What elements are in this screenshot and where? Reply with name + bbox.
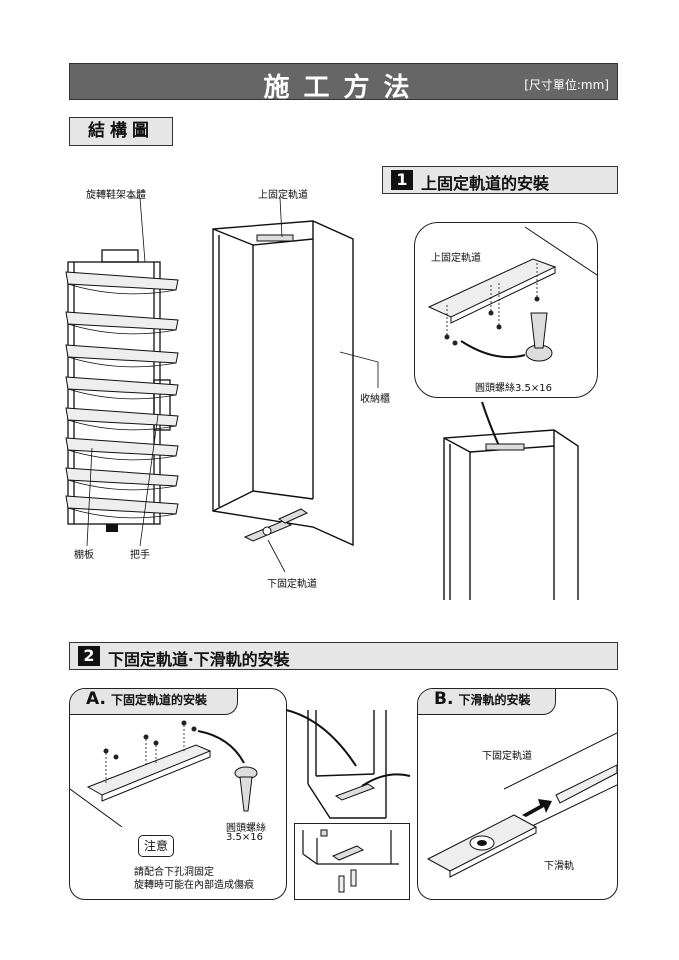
label-upper-rail: 上固定軌道: [258, 190, 308, 201]
step1-detail-panel: 上固定軌道 圓頭螺絲3.5×16: [414, 222, 598, 398]
step2-header: 2 下固定軌道‧下滑軌的安裝: [69, 642, 618, 670]
panel-a-rail-drawing: [70, 720, 258, 827]
rack-illustration: [65, 249, 179, 532]
panel-b-label-slide: 下滑軌: [544, 861, 574, 872]
panel-a-screw-name: 圓頭螺絲: [226, 823, 266, 834]
panel-a-tab: A. 下固定軌道的安裝: [70, 689, 238, 715]
panel-b-title: 下滑軌的安裝: [458, 693, 531, 707]
step1-header: 1 上固定軌道的安裝: [382, 166, 618, 194]
label-rack-body: 旋轉鞋架本體: [86, 190, 146, 201]
step2-inset-drawing: [302, 829, 399, 893]
unit-note: [尺寸單位:mm]: [524, 78, 609, 92]
panel-a-note-line1: 請配合下孔洞固定: [134, 867, 214, 878]
label-shelf: 棚板: [74, 550, 94, 561]
panel-a: A. 下固定軌道的安裝 圓頭螺絲 3.5×16 注意 請配合下孔洞固定 旋轉時可…: [69, 688, 287, 900]
label-cabinet: 收納櫃: [360, 394, 390, 405]
panel-a-screw-size: 3.5×16: [226, 832, 264, 843]
cabinet-illustration: [212, 220, 354, 547]
panel-b-slide-drawing: [426, 732, 617, 878]
panel-a-note-badge: 注意: [138, 835, 175, 857]
step2-inset-frame: [294, 823, 410, 900]
step1-label-upper-rail: 上固定軌道: [431, 253, 481, 264]
step2-cabinet-drawing: [286, 709, 411, 819]
panel-b-label-lower-rail: 下固定軌道: [482, 751, 532, 762]
step1-rail-drawing: [427, 226, 598, 362]
panel-b: B. 下滑軌的安裝 下固定軌道 下滑軌: [417, 688, 618, 900]
panel-a-letter: A.: [86, 689, 106, 709]
step1-cabinet-drawing: [443, 401, 579, 600]
step1-number: 1: [391, 170, 413, 190]
panel-a-note-line2: 旋轉時可能在內部造成傷痕: [134, 880, 254, 891]
page-title: 施工方法: [263, 73, 424, 103]
step1-label-screw: 圓頭螺絲3.5×16: [475, 383, 553, 394]
step2-number: 2: [78, 646, 100, 666]
title-bar: 施工方法 [尺寸單位:mm]: [69, 63, 618, 103]
step1-title: 上固定軌道的安裝: [421, 174, 550, 193]
panel-b-tab: B. 下滑軌的安裝: [418, 689, 556, 715]
step2-title: 下固定軌道‧下滑軌的安裝: [108, 650, 290, 669]
leader-lines: [86, 197, 379, 573]
label-handle: 把手: [130, 550, 150, 561]
structure-heading: 結構圖: [69, 117, 173, 146]
panel-a-title: 下固定軌道的安裝: [111, 693, 208, 707]
panel-b-letter: B.: [434, 689, 454, 709]
label-lower-rail: 下固定軌道: [267, 579, 317, 590]
